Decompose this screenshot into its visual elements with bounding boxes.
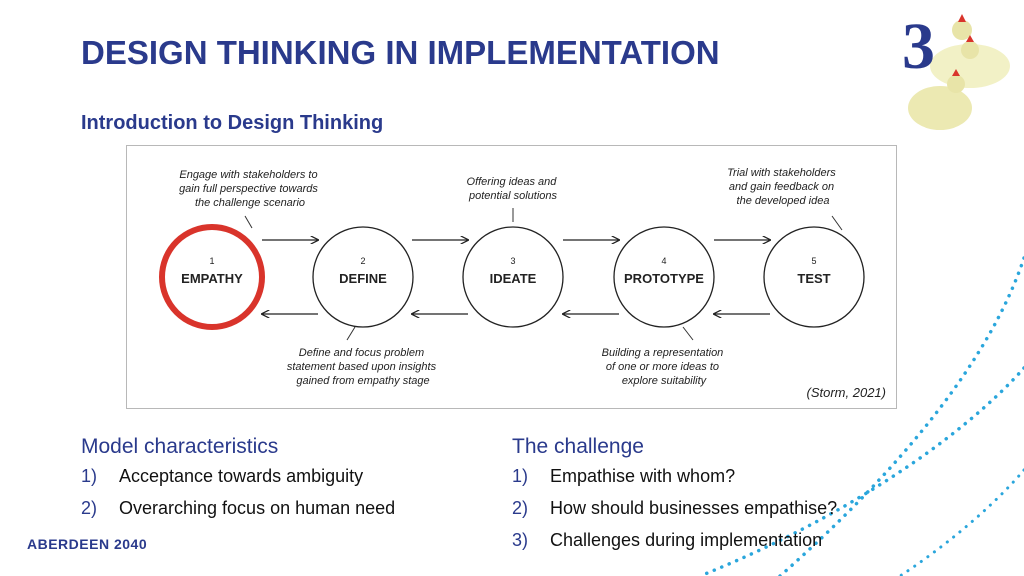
note-test-pointer xyxy=(831,215,843,231)
list-item-text: Acceptance towards ambiguity xyxy=(119,466,364,486)
note-define-pointer xyxy=(346,326,356,341)
note-prototype: Building a representation of one or more… xyxy=(602,347,727,387)
svg-text:3: 3 xyxy=(902,10,935,83)
note-ideate: Offering ideas and potential solutions xyxy=(467,176,560,202)
list-item-number: 1) xyxy=(81,466,98,486)
model-characteristics-list: 1) Acceptance towards ambiguity 2) Overarc… xyxy=(81,466,395,530)
stage-number-prototype: 4 xyxy=(661,256,666,266)
page-title: DESIGN THINKING IN IMPLEMENTATION xyxy=(81,34,720,71)
list-item-number: 3) xyxy=(512,530,529,550)
stage-label-test: TEST xyxy=(797,271,830,286)
stage-label-ideate: IDEATE xyxy=(490,271,537,286)
stage-label-prototype: PROTOTYPE xyxy=(624,271,704,286)
stage-number-empathy: 1 xyxy=(209,256,214,266)
list-item: 2) Overarching focus on human need xyxy=(81,498,395,530)
note-test: Trial with stakeholders and gain feedbac… xyxy=(727,167,839,207)
diagram-canvas: Engage with stakeholders to gain full pe… xyxy=(159,167,865,387)
stage-circle-empathy xyxy=(159,224,265,330)
list-item: 1) Empathise with whom? xyxy=(512,466,837,498)
list-item-text: Empathise with whom? xyxy=(550,466,736,486)
list-item-number: 2) xyxy=(81,498,98,518)
note-empathy: Engage with stakeholders to gain full pe… xyxy=(179,169,321,209)
stage-circle-ideate xyxy=(462,226,564,328)
stage-number-define: 2 xyxy=(360,256,365,266)
list-item-number: 1) xyxy=(512,466,529,486)
aberdeen-2040-logo: 3 xyxy=(902,10,1010,130)
note-define: Define and focus problem statement based… xyxy=(287,347,439,387)
stage-number-ideate: 3 xyxy=(510,256,515,266)
challenge-list: 1) Empathise with whom? 2) How should busi… xyxy=(512,466,837,562)
stage-number-test: 5 xyxy=(811,256,816,266)
page-subtitle: Introduction to Design Thinking xyxy=(81,112,384,134)
list-item-text: Overarching focus on human need xyxy=(119,498,396,518)
list-item-text: Challenges during implementation xyxy=(550,530,823,550)
citation: (Storm, 2021) xyxy=(806,385,886,400)
stage-circle-test xyxy=(763,226,865,328)
challenge-heading: The challenge xyxy=(512,435,644,458)
stage-circle-prototype xyxy=(613,226,715,328)
model-characteristics-heading: Model characteristics xyxy=(81,435,279,458)
list-item: 3) Challenges during implementation xyxy=(512,530,837,562)
stage-label-empathy: EMPATHY xyxy=(181,271,243,286)
note-empathy-pointer xyxy=(244,215,253,229)
list-item: 1) Acceptance towards ambiguity xyxy=(81,466,395,498)
list-item-number: 2) xyxy=(512,498,529,518)
design-thinking-diagram: Engage with stakeholders to gain full pe… xyxy=(126,145,897,409)
list-item-text: How should businesses empathise? xyxy=(550,498,838,518)
stage-label-define: DEFINE xyxy=(339,271,387,286)
note-prototype-pointer xyxy=(682,326,694,341)
footer-brand: ABERDEEN 2040 xyxy=(27,536,148,552)
list-item: 2) How should businesses empathise? xyxy=(512,498,837,530)
stage-circle-define xyxy=(312,226,414,328)
